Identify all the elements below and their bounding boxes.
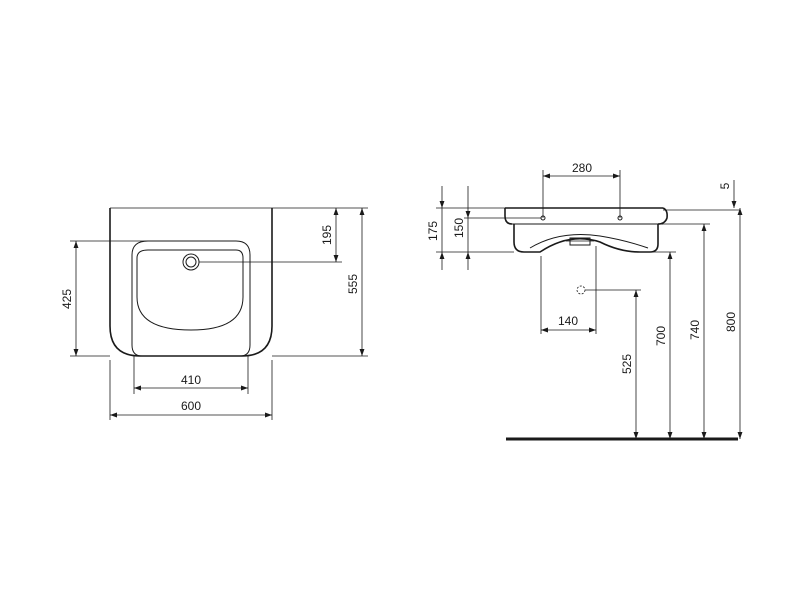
dim-front-width-inner: 410	[133, 356, 249, 394]
dim-front-width-outer: 600	[109, 360, 273, 420]
basin-side-view	[504, 207, 740, 441]
dim-front-depth: 425	[60, 240, 148, 357]
dim-bowl-depth: 175	[426, 186, 514, 270]
dim-label-600: 600	[181, 399, 201, 413]
side-front-rim	[504, 208, 513, 225]
dim-bracket-spacing: 280	[542, 161, 621, 218]
dim-label-280: 280	[572, 161, 592, 175]
dim-rim-height-top: 800	[724, 208, 743, 439]
dim-label-425: 425	[60, 289, 74, 309]
dim-label-5: 5	[718, 182, 732, 189]
dim-label-700: 700	[654, 326, 668, 346]
dim-label-175: 175	[426, 221, 440, 241]
dim-label-800: 800	[724, 312, 738, 332]
dim-rim-thickness: 5	[718, 180, 737, 208]
basin-bowl-outline	[131, 240, 251, 357]
dim-overall-height: 555	[272, 207, 368, 357]
dim-waste-offset: 140	[540, 246, 597, 334]
dim-waste-height: 525	[585, 289, 641, 439]
side-bowl-body	[513, 224, 659, 253]
dim-label-555: 555	[346, 274, 360, 294]
side-waste-outlet	[569, 237, 591, 246]
dim-label-195: 195	[320, 225, 334, 245]
dim-label-150: 150	[452, 218, 466, 238]
basin-front-view	[109, 207, 273, 357]
tap-hole	[182, 253, 200, 271]
tap-hole-inner	[185, 256, 197, 268]
basin-bowl-basin	[136, 249, 244, 331]
side-bowl-inner	[529, 234, 649, 249]
basin-outline	[109, 208, 273, 357]
dim-label-410: 410	[181, 373, 201, 387]
dim-bracket-height: 150	[452, 186, 541, 270]
dim-rim-height-low: 700	[650, 251, 676, 439]
dim-tap-hole-offset: 195	[199, 208, 342, 263]
dim-rim-height-mid: 740	[663, 223, 710, 439]
dim-label-740: 740	[688, 320, 702, 340]
dim-label-140: 140	[558, 314, 578, 328]
dim-label-525: 525	[620, 354, 634, 374]
side-waste-hole	[576, 285, 586, 295]
